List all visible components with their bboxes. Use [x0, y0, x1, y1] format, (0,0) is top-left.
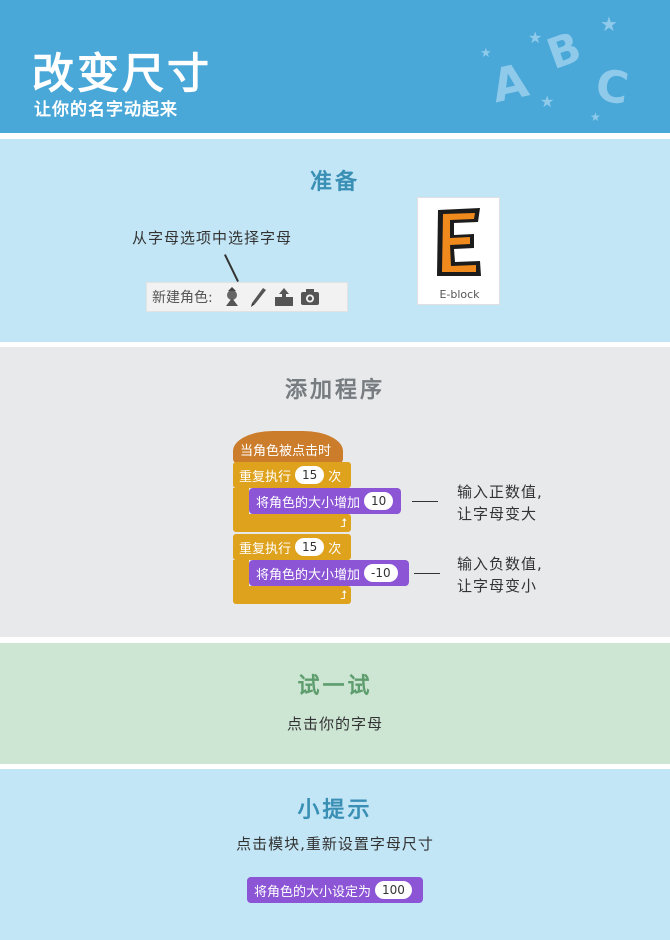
star-icon: ★ — [528, 28, 543, 47]
change-label-2: 将角色的大小增加 — [256, 567, 361, 583]
hat-label: 当角色被点击时 — [240, 443, 332, 459]
new-sprite-bar: 新建角色: — [146, 282, 348, 312]
program-section: 添加程序 当角色被点击时 重复执行 15 次 将角色的大小增加 10 ⮥ 重复执… — [0, 347, 670, 637]
note-positive: 输入正数值, 让字母变大 — [457, 481, 543, 525]
header-banner: 改变尺寸 让你的名字动起来 A B C ★ ★ ★ ★ ★ — [0, 0, 670, 133]
set-size-block[interactable]: 将角色的大小设定为 100 — [247, 877, 423, 903]
sprite-library-icon[interactable] — [221, 286, 243, 308]
note-connector-2 — [414, 573, 440, 574]
repeat-label-1: 重复执行 — [239, 469, 292, 485]
deco-letter-a: A — [486, 52, 533, 114]
paint-brush-icon[interactable] — [247, 286, 269, 308]
deco-letter-c: C — [592, 60, 632, 115]
repeat-count-2[interactable]: 15 — [295, 538, 325, 556]
note-positive-line1: 输入正数值, — [457, 483, 543, 501]
new-sprite-label: 新建角色: — [152, 290, 213, 306]
camera-icon[interactable] — [299, 286, 321, 308]
star-icon: ★ — [600, 12, 618, 36]
loop-arrow-icon: ⮥ — [339, 587, 347, 602]
note-negative-line1: 输入负数值, — [457, 555, 543, 573]
repeat-label-2: 重复执行 — [239, 541, 292, 557]
upload-icon[interactable] — [273, 286, 295, 308]
repeat-end-2: ⮥ — [233, 586, 351, 604]
tips-section: 小提示 点击模块,重新设置字母尺寸 将角色的大小设定为 100 — [0, 769, 670, 940]
repeat-arm-1 — [233, 488, 249, 514]
star-icon: ★ — [480, 46, 492, 61]
change-value-2[interactable]: -10 — [364, 564, 398, 582]
try-text: 点击你的字母 — [286, 715, 383, 733]
letter-sprite-card[interactable]: E-block — [417, 197, 500, 305]
set-size-value[interactable]: 100 — [375, 881, 412, 899]
deco-letter-b: B — [540, 22, 588, 79]
change-size-block-2[interactable]: 将角色的大小增加 -10 — [249, 560, 409, 586]
prep-instruction: 从字母选项中选择字母 — [132, 229, 293, 247]
repeat-suffix-1: 次 — [328, 469, 342, 485]
try-title: 试一试 — [297, 674, 373, 699]
try-section: 试一试 点击你的字母 — [0, 643, 670, 764]
repeat-block-2[interactable]: 重复执行 15 次 — [233, 534, 351, 560]
prep-title: 准备 — [309, 170, 360, 195]
repeat-arm-2 — [233, 560, 249, 586]
change-value-1[interactable]: 10 — [364, 492, 394, 510]
page-title: 改变尺寸 — [32, 49, 213, 98]
letter-sprite-label: E-block — [439, 288, 480, 301]
set-size-label: 将角色的大小设定为 — [254, 884, 372, 900]
repeat-block-1[interactable]: 重复执行 15 次 — [233, 462, 351, 488]
note-negative: 输入负数值, 让字母变小 — [457, 553, 543, 597]
change-label-1: 将角色的大小增加 — [256, 495, 361, 511]
letter-e-sprite — [437, 208, 481, 276]
star-icon: ★ — [590, 110, 601, 124]
program-title: 添加程序 — [284, 378, 385, 403]
prep-section: 准备 从字母选项中选择字母 新建角色: E-block — [0, 139, 670, 342]
change-size-block-1[interactable]: 将角色的大小增加 10 — [249, 488, 401, 514]
pointer-line — [224, 254, 239, 282]
when-sprite-clicked-block[interactable]: 当角色被点击时 — [233, 431, 343, 463]
tips-title: 小提示 — [297, 798, 373, 823]
repeat-count-1[interactable]: 15 — [295, 466, 325, 484]
note-negative-line2: 让字母变小 — [457, 577, 538, 595]
loop-arrow-icon: ⮥ — [339, 515, 347, 530]
repeat-suffix-2: 次 — [328, 541, 342, 557]
star-icon: ★ — [540, 92, 555, 111]
note-connector-1 — [412, 501, 438, 502]
note-positive-line2: 让字母变大 — [457, 505, 538, 523]
repeat-end-1: ⮥ — [233, 514, 351, 532]
tips-text: 点击模块,重新设置字母尺寸 — [236, 835, 434, 853]
page-subtitle: 让你的名字动起来 — [34, 100, 178, 120]
